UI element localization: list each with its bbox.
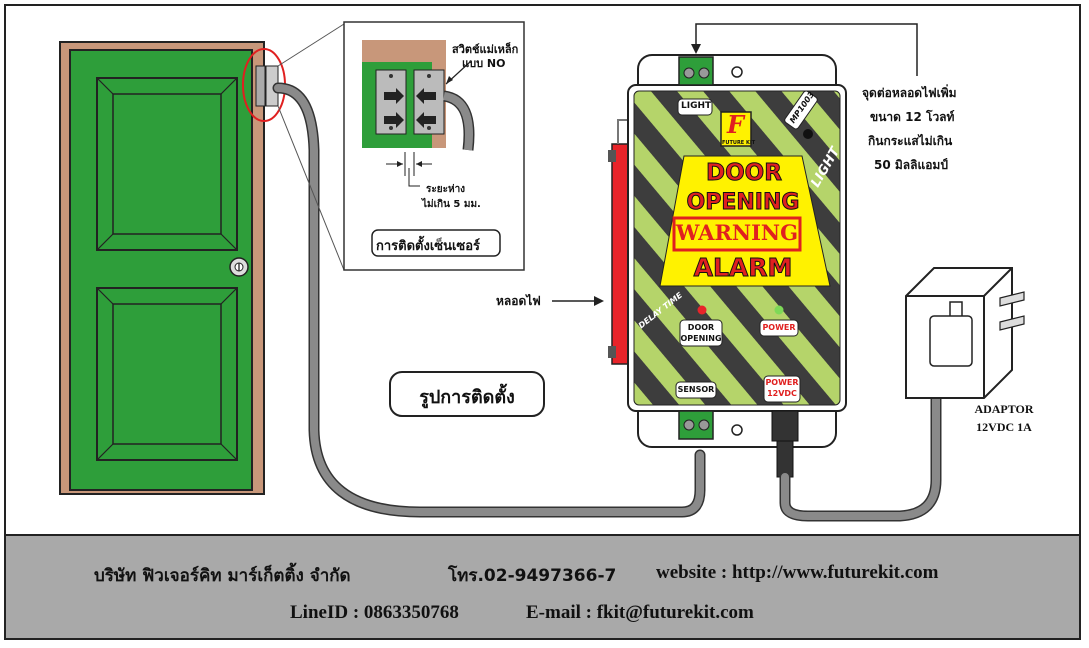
gap-value-label: ไม่เกิน 5 มม. bbox=[422, 199, 481, 210]
door bbox=[59, 41, 265, 495]
sensor-inset bbox=[343, 21, 525, 271]
extra-lamp-note-3: กินกระแสไม่เกิน bbox=[868, 134, 953, 148]
extra-lamp-arrow bbox=[695, 23, 918, 76]
adaptor-label-1: ADAPTOR bbox=[974, 402, 1034, 416]
footer-line-id: LineID : 0863350768 bbox=[290, 602, 459, 623]
title-alarm: ALARM bbox=[693, 253, 793, 283]
alarm-device bbox=[608, 54, 847, 478]
title-warning: WARNING bbox=[675, 220, 799, 245]
adaptor-label-2: 12VDC 1A bbox=[976, 420, 1032, 434]
power-led bbox=[774, 305, 784, 315]
installation-diagram bbox=[59, 21, 1025, 522]
install-caption-box bbox=[389, 371, 545, 417]
door-opening-led-label-2: OPENING bbox=[680, 334, 722, 343]
title-door: DOOR bbox=[706, 160, 783, 187]
gap-label: ระยะห่าง bbox=[426, 184, 466, 195]
footer-email[interactable]: E-mail : fkit@futurekit.com bbox=[526, 602, 754, 623]
extra-lamp-note-1: จุดต่อหลอดไฟเพิ่ม bbox=[862, 86, 957, 100]
power-input-label-1: POWER bbox=[765, 378, 799, 387]
light-sensor-hole bbox=[803, 129, 813, 139]
magnetic-switch-label: สวิตช์แม่เหล็ก bbox=[452, 43, 519, 56]
switch-type-label: แบบ NO bbox=[462, 57, 506, 70]
footer-phone: โทร.02-9497366-7 bbox=[448, 566, 617, 586]
footer-bar bbox=[6, 534, 1079, 638]
install-caption: รูปการติดตั้ง bbox=[419, 387, 515, 408]
door-opening-led-label-1: DOOR bbox=[687, 323, 715, 332]
door-opening-led bbox=[697, 305, 707, 315]
diagram-frame bbox=[4, 4, 1081, 640]
extra-lamp-note-2: ขนาด 12 โวลท์ bbox=[870, 110, 955, 124]
power-input-label-2: 12VDC bbox=[767, 389, 797, 398]
light-terminal-label: LIGHT bbox=[681, 101, 712, 111]
footer-company: บริษัท ฟิวเจอร์คิท มาร์เก็ตติ้ง จำกัด bbox=[94, 566, 351, 586]
sensor-terminal-label: SENSOR bbox=[677, 385, 715, 394]
dc-jack bbox=[771, 410, 799, 442]
extra-lamp-note-4: 50 มิลลิแอมป์ bbox=[874, 158, 948, 172]
inset-caption: การติดตั้งเซ็นเซอร์ bbox=[376, 239, 481, 254]
lamp-label: หลอดไฟ bbox=[496, 294, 541, 308]
title-opening: OPENING bbox=[686, 190, 800, 216]
power-led-label: POWER bbox=[762, 323, 796, 332]
brand-logo-icon: F bbox=[727, 110, 745, 139]
footer-website[interactable]: website : http://www.futurekit.com bbox=[656, 562, 939, 583]
adaptor-icon bbox=[905, 267, 1025, 399]
brand-logo-sub: FUTURE KIT bbox=[722, 140, 756, 146]
